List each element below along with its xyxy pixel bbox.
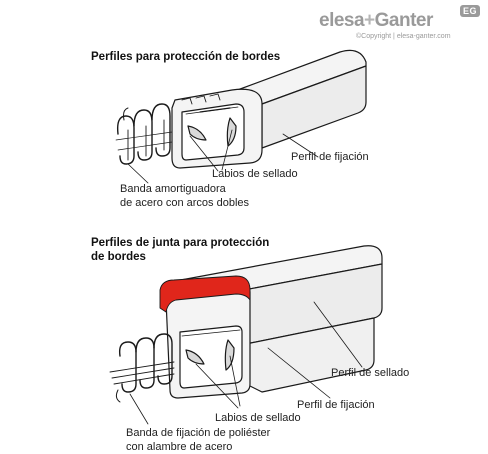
leader-lines-1 (127, 129, 319, 184)
brand-logo: elesa+Ganter (319, 10, 433, 32)
label-polyester-band-line1: Banda de fijación de poliéster (126, 427, 271, 439)
section2-title-line1: Perfiles de junta para protección (91, 237, 270, 249)
label-steel-band-line1: Banda amortiguadora (120, 183, 226, 195)
label-clamping-profile-1: Perfil de fijación (291, 151, 369, 163)
section2-title-line2: de bordes (91, 251, 146, 263)
brand-logo-part2: Ganter (374, 10, 434, 31)
label-sealing-profile: Perfil de sellado (331, 367, 410, 379)
copyright-text: ©Copyright | elesa-ganter.com (356, 33, 451, 40)
leader-lines-2 (129, 301, 363, 425)
label-sealing-lips-2: Labios de sellado (215, 412, 301, 424)
sealing-profile-drawing (109, 245, 383, 403)
label-steel-band-line2: de acero con arcos dobles (120, 197, 250, 209)
brand-badge: EG (460, 5, 481, 17)
brand-logo-plus: + (364, 10, 375, 31)
label-sealing-lips-1: Labios de sellado (212, 168, 298, 180)
brand-logo-part1: elesa (319, 10, 365, 31)
label-polyester-band-line2: con alambre de acero (126, 441, 233, 453)
section1-title: Perfiles para protección de bordes (91, 51, 281, 63)
label-clamping-profile-2: Perfil de fijación (297, 399, 375, 411)
